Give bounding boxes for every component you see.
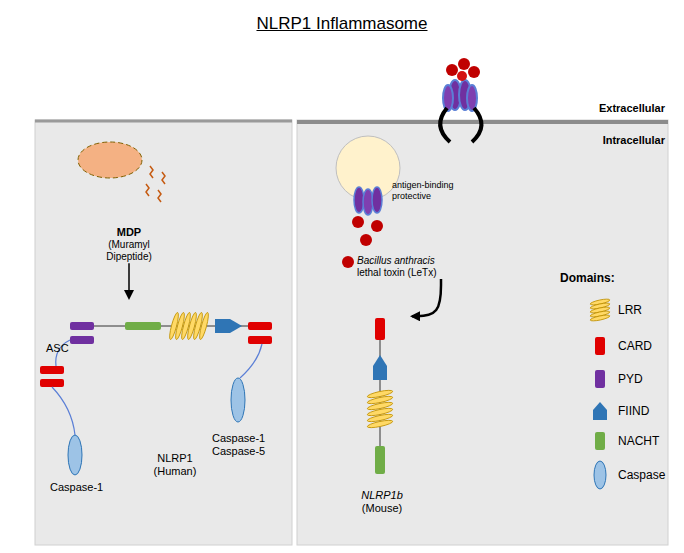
legend-text: NACHT bbox=[618, 434, 659, 448]
linker-line bbox=[240, 344, 262, 378]
toxin-ball bbox=[371, 220, 383, 232]
card-domain bbox=[40, 366, 64, 374]
caspase-label: Caspase-1 bbox=[50, 481, 120, 494]
legend-pyd-icon bbox=[595, 370, 605, 388]
legend-entry: FIIND bbox=[618, 404, 649, 418]
lrr-coil bbox=[367, 419, 393, 429]
toxin-ball bbox=[458, 58, 470, 70]
legend-lrr-icon bbox=[590, 314, 610, 322]
panel-edge bbox=[35, 120, 292, 123]
node-text: MDP bbox=[117, 226, 141, 239]
region-label: Intracellular bbox=[585, 134, 665, 147]
legend-text: Caspase bbox=[618, 468, 665, 482]
pyd-domain bbox=[70, 322, 94, 330]
node-text: NLRP1 (Human) bbox=[149, 452, 201, 478]
mdp-fragment bbox=[158, 190, 161, 202]
toxin-ball bbox=[342, 256, 354, 268]
legend-caspase-icon bbox=[594, 461, 606, 489]
legend-text: CARD bbox=[618, 339, 652, 353]
toxin-ball bbox=[352, 216, 364, 228]
receptor-arc bbox=[440, 108, 450, 142]
caspase-label: Caspase-1 Caspase-5 bbox=[212, 432, 274, 458]
protective-antigen bbox=[372, 187, 382, 213]
legend-text: PYD bbox=[618, 372, 643, 386]
legend-entry: Caspase bbox=[618, 468, 665, 482]
region-label: Extracellular bbox=[585, 102, 665, 115]
mdp-fragment bbox=[162, 172, 165, 184]
protein-label: ASC bbox=[46, 342, 86, 355]
node-text: Bacillus anthracis bbox=[357, 255, 435, 267]
legend-text: LRR bbox=[618, 303, 642, 317]
toxin-ball bbox=[468, 66, 480, 78]
node-text: (Muramyl Dipeptide) bbox=[98, 239, 160, 263]
legend-nacht-icon bbox=[595, 432, 605, 450]
linker-line bbox=[52, 387, 75, 435]
legend-heading: Domains: bbox=[560, 271, 650, 285]
diagram-node: Bacillus anthracislethal toxin (LeTx) bbox=[357, 255, 477, 279]
diagram-node: NLRP1b(Mouse) bbox=[352, 308, 412, 515]
legend-text: FIIND bbox=[618, 404, 649, 418]
legend-entry: LRR bbox=[618, 303, 642, 317]
legend-entry: NACHT bbox=[618, 434, 659, 448]
fiind-domain bbox=[215, 319, 242, 333]
card-domain bbox=[40, 379, 64, 387]
connector-arrow bbox=[128, 263, 130, 298]
toxin-ball bbox=[446, 64, 458, 76]
card-domain bbox=[248, 322, 272, 330]
diagram-title: NLRP1 Inflammasome bbox=[0, 14, 684, 34]
caspase-shape bbox=[231, 378, 245, 422]
caspase-shape bbox=[68, 435, 82, 475]
card-domain bbox=[375, 318, 385, 340]
connector-arrow bbox=[412, 279, 441, 316]
legend-entry: CARD bbox=[618, 339, 652, 353]
pyd-domain bbox=[70, 336, 94, 344]
node-text: lethal toxin (LeTx) bbox=[357, 267, 436, 279]
lrr-coil bbox=[198, 312, 210, 340]
card-domain bbox=[248, 336, 272, 344]
bacterium bbox=[78, 142, 142, 178]
annotation-label: antigen-binding protective bbox=[392, 180, 472, 202]
legend-fiind-icon bbox=[593, 402, 607, 420]
mdp-fragment bbox=[146, 184, 149, 196]
legend-card-icon bbox=[595, 337, 605, 355]
legend-entry: PYD bbox=[618, 372, 643, 386]
right-panel bbox=[297, 120, 668, 545]
protective-antigen bbox=[443, 85, 453, 111]
nacht-domain bbox=[375, 446, 385, 474]
receptor-arc bbox=[472, 108, 482, 142]
toxin-ball bbox=[457, 71, 467, 81]
diagram-node: MDP(Muramyl Dipeptide) bbox=[98, 226, 160, 263]
nacht-domain bbox=[125, 322, 161, 330]
node-text: (Mouse) bbox=[362, 502, 402, 515]
node-text: NLRP1b bbox=[361, 489, 403, 502]
fiind-domain bbox=[373, 355, 387, 380]
toxin-ball bbox=[360, 234, 372, 246]
mdp-fragment bbox=[150, 166, 153, 178]
left-panel bbox=[35, 120, 292, 545]
